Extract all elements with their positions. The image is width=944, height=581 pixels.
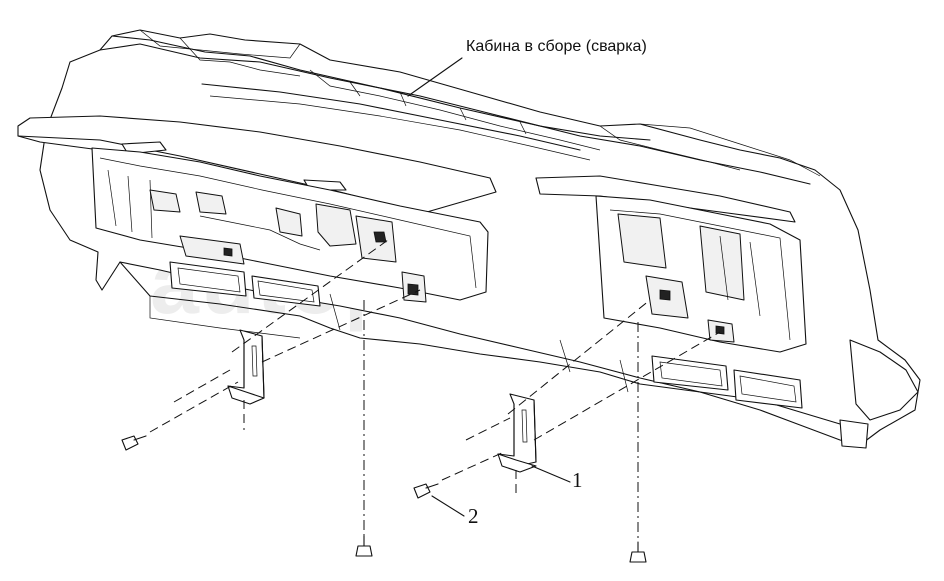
mounting-bracket-left (227, 329, 265, 405)
front-shelf (17, 115, 796, 223)
leader-lines (407, 57, 571, 517)
left-cavity (91, 147, 489, 303)
bolt-vertical-left (355, 535, 373, 557)
lower-body (119, 261, 919, 449)
callout-part-1: 1 (572, 468, 583, 492)
assembly-lines (149, 239, 721, 542)
right-cavity (595, 195, 807, 353)
mounting-bracket-right (497, 393, 537, 473)
bolt-left (121, 435, 147, 451)
bolt-vertical-right (629, 541, 647, 563)
bolt-lower-left (413, 483, 439, 499)
callout-part-2: 2 (468, 504, 479, 528)
callout-cab-assembly: Кабина в сборе (сварка) (466, 38, 647, 55)
